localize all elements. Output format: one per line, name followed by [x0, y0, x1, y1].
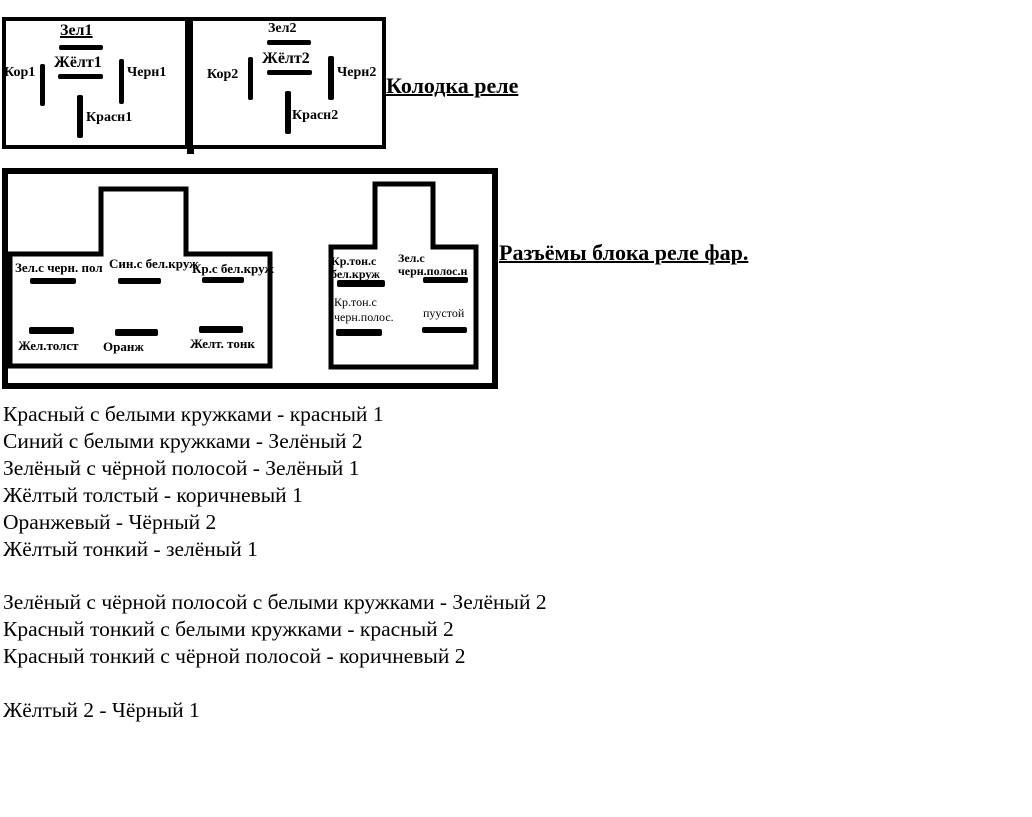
- socket1-pin-label-2: Син.с бел.круж: [109, 256, 199, 271]
- connector1-pin-label-zel: Зел1: [60, 22, 93, 39]
- connector2-pin-bar-zholt: [267, 70, 312, 75]
- connector1-pin-bar-krasn: [77, 95, 83, 138]
- connector1-pin-label-krasn: Красн1: [86, 110, 133, 125]
- socket1-pin-label-1: Зел.с черн. пол: [15, 260, 103, 275]
- legend-line: Жёлтый толстый - коричневый 1: [3, 482, 303, 507]
- socket2-pin-label-1-line1: Кр.тон.с: [331, 254, 377, 268]
- connector2-pin-bar-krasn: [285, 91, 291, 134]
- socket1-pin-bar-1: [30, 278, 76, 284]
- socket2-pin-label-2-line1: Зел.с: [398, 251, 425, 265]
- legend-line: Жёлтый тонкий - зелёный 1: [3, 536, 258, 561]
- socket2-pin-label-1-line2: бел.круж: [331, 267, 380, 281]
- connector1-pin-bar-zholt: [58, 74, 103, 79]
- legend-group-1: Красный с белыми кружками - красный 1 Си…: [3, 401, 384, 562]
- connector2-pin-bar-kor: [248, 57, 253, 100]
- socket1-pin-label-5: Оранж: [103, 339, 144, 354]
- legend-line: Синий с белыми кружками - Зелёный 2: [3, 428, 363, 453]
- sockets-title: Разъёмы блока реле фар.: [499, 240, 749, 265]
- socket1-pin-bar-6: [199, 326, 243, 333]
- connector2-pin-bar-chern: [328, 56, 334, 100]
- legend-group-2: Зелёный с чёрной полосой с белыми кружка…: [3, 589, 547, 670]
- legend-line: Оранжевый - Чёрный 2: [3, 509, 217, 534]
- box-junction-notch: [187, 148, 194, 154]
- socket2-pin-bar-3: [336, 329, 382, 336]
- socket2-pin-label-2-line2: черн.полос.н: [398, 264, 468, 278]
- relay-block-title: Колодка реле: [386, 73, 519, 98]
- connector1-pin-label-zholt: Жёлт1: [54, 54, 102, 71]
- socket-1-outline: [7, 186, 273, 369]
- socket2-pin-label-4: пуустой: [423, 306, 465, 320]
- legend-line: Красный тонкий с белыми кружками - красн…: [3, 616, 454, 641]
- connector1-pin-bar-kor: [40, 64, 45, 106]
- connector1-pin-bar-chern: [119, 59, 124, 104]
- connector1-pin-label-chern: Черн1: [127, 65, 167, 80]
- legend-line: Зелёный с чёрной полосой с белыми кружка…: [3, 590, 547, 614]
- connector2-pin-label-kor: Кор2: [207, 67, 239, 82]
- legend-line: Зелёный с чёрной полосой - Зелёный 1: [3, 455, 360, 480]
- connector2-pin-label-chern: Черн2: [337, 65, 377, 80]
- legend-group-3: Жёлтый 2 - Чёрный 1: [3, 697, 200, 724]
- socket2-pin-label-3: Кр.тон.с черн.полос.: [334, 295, 394, 325]
- legend-line: Жёлтый 2 - Чёрный 1: [3, 698, 200, 722]
- socket1-pin-bar-5: [115, 329, 158, 336]
- connector1-pin-label-kor: Кор1: [4, 65, 36, 80]
- socket1-pin-bar-4: [29, 327, 74, 334]
- socket1-pin-label-6: Желт. тонк: [190, 336, 255, 351]
- legend-line: Красный тонкий с чёрной полосой - коричн…: [3, 643, 466, 668]
- socket1-pin-bar-3: [202, 277, 244, 283]
- socket2-pin-label-3-line2: черн.полос.: [334, 310, 394, 324]
- socket1-pin-label-4: Жел.толст: [18, 338, 79, 353]
- connector2-pin-bar-zel: [267, 40, 311, 45]
- connector1-pin-bar-zel: [59, 45, 103, 50]
- socket-2-outline: [328, 181, 479, 370]
- socket2-pin-label-3-line1: Кр.тон.с: [334, 295, 377, 309]
- socket2-pin-bar-2: [423, 277, 468, 283]
- legend-line: Красный с белыми кружками - красный 1: [3, 402, 384, 426]
- socket1-pin-bar-2: [118, 278, 161, 284]
- connector2-pin-label-krasn: Красн2: [292, 108, 339, 123]
- relay-connector-1-box: [2, 17, 189, 149]
- socket2-pin-label-1: Кр.тон.с бел.круж: [331, 255, 380, 281]
- socket1-pin-label-3: Кр.с бел.круж: [192, 261, 274, 276]
- connector2-pin-label-zel: Зел2: [268, 21, 297, 36]
- socket2-pin-bar-4: [422, 327, 467, 333]
- socket2-pin-bar-1: [337, 280, 385, 287]
- socket2-pin-label-2: Зел.с черн.полос.н: [398, 252, 467, 278]
- connector2-pin-label-zholt: Жёлт2: [262, 50, 310, 67]
